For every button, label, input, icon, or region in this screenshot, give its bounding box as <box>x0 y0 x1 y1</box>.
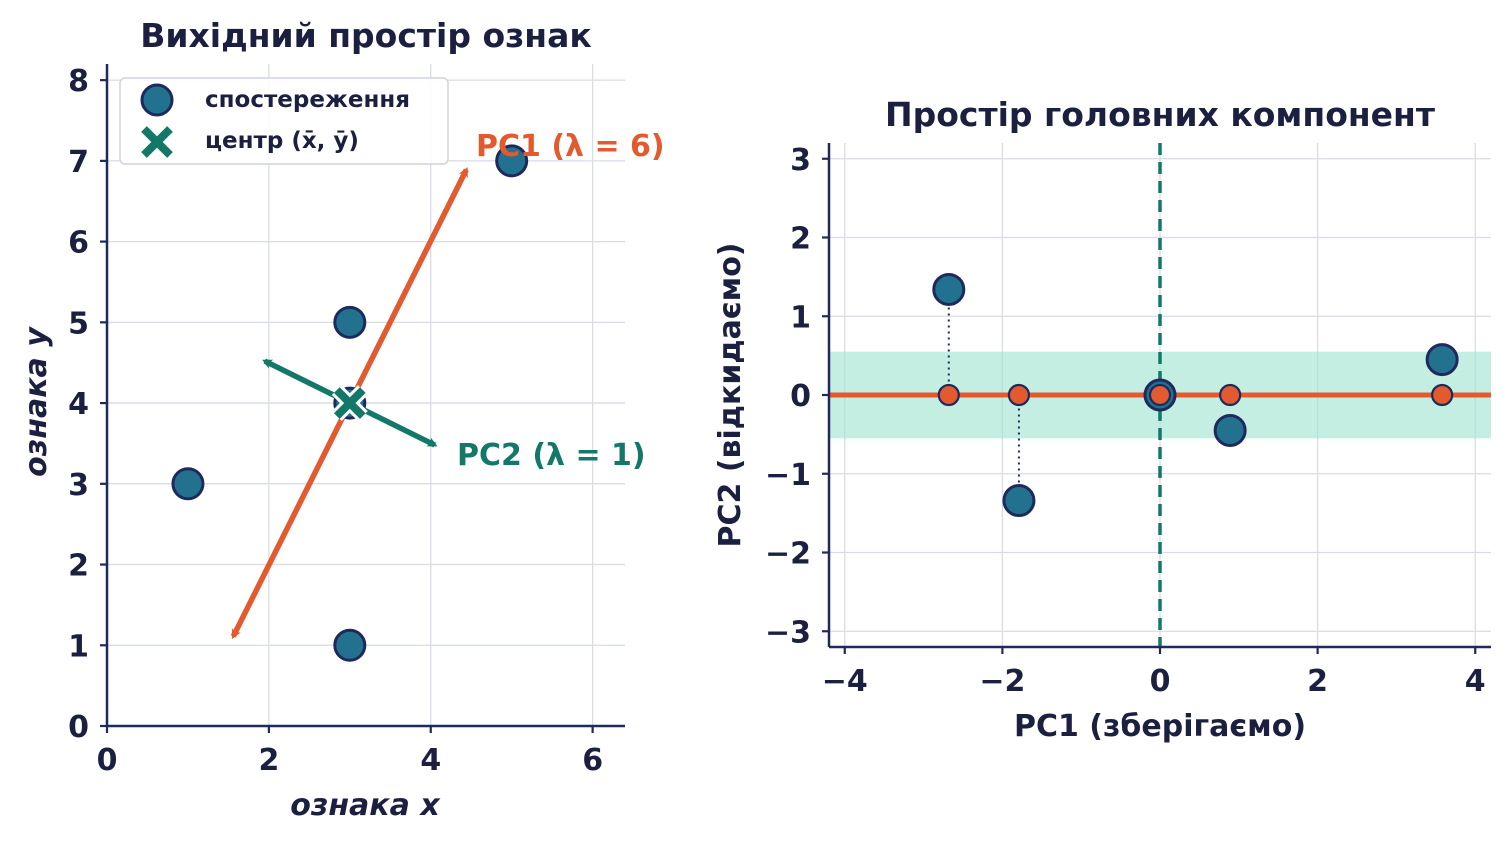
projected-point <box>1148 383 1172 407</box>
center-marker-cross <box>333 387 366 419</box>
legend-center-marker <box>141 126 173 158</box>
y-tick-label: 0 <box>790 379 811 414</box>
y-axis-label: ознака y <box>19 326 54 477</box>
y-tick-label: −1 <box>765 458 811 493</box>
center-marker <box>331 385 368 422</box>
y-tick-label: 7 <box>68 145 89 180</box>
x-axis-label: ознака x <box>290 788 441 823</box>
data-point <box>1425 343 1459 377</box>
legend-point-marker <box>140 83 174 117</box>
x-tick-label: −4 <box>822 664 868 699</box>
y-axis-label: PC2 (відкидаємо) <box>713 242 748 547</box>
pc1-arrow-label: PC1 (λ = 6) <box>476 129 665 164</box>
y-tick-label: 3 <box>68 468 89 503</box>
x-tick-label: 2 <box>258 743 279 778</box>
y-tick-label: 6 <box>68 226 89 261</box>
x-tick-label: 4 <box>420 743 441 778</box>
x-tick-label: 0 <box>97 743 118 778</box>
y-tick-label: 1 <box>68 629 89 664</box>
y-tick-label: 3 <box>790 143 811 178</box>
y-tick-label: −2 <box>765 537 811 572</box>
y-tick-label: 8 <box>68 64 89 99</box>
projected-point <box>1219 383 1242 407</box>
data-point <box>1002 484 1036 518</box>
data-point <box>333 305 367 339</box>
x-tick-label: 6 <box>582 743 603 778</box>
y-tick-label: 1 <box>790 300 811 335</box>
points <box>171 144 529 662</box>
x-tick-label: 2 <box>1307 664 1328 699</box>
feature-space-panel: Вихідний простір ознак 0 2 4 6 0 1 2 3 4 5 6 7 8 озн… <box>19 16 665 823</box>
data-point <box>495 144 529 178</box>
pc2-arrow-label: PC2 (λ = 1) <box>457 438 646 473</box>
y-tick-label: −3 <box>765 615 811 650</box>
legend: спостереження центр (x̄, ȳ) <box>119 77 449 165</box>
projected-point <box>937 383 960 407</box>
x-axis-label: PC1 (зберігаємо) <box>1014 709 1306 744</box>
chart-title: Вихідний простір ознак <box>140 16 592 55</box>
y-tick-label: 0 <box>68 710 89 745</box>
projected-point <box>1431 383 1454 407</box>
data-point <box>333 628 367 662</box>
legend-label-observations: спостереження <box>205 87 410 113</box>
y-tick-label: 2 <box>790 222 811 257</box>
chart-title: Простір головних компонент <box>885 95 1435 134</box>
y-tick-label: 2 <box>68 549 89 584</box>
x-tick-label: −2 <box>979 664 1025 699</box>
pc-space-panel: Простір головних компонент −4 −2 0 2 4 −3 −2 −1… <box>713 95 1491 744</box>
legend-box <box>119 77 449 165</box>
data-point <box>932 272 966 306</box>
axes <box>105 64 625 728</box>
y-tick-label: 4 <box>68 387 89 422</box>
points <box>932 272 1459 518</box>
x-tick-label: 4 <box>1465 664 1486 699</box>
data-point <box>1213 413 1247 447</box>
y-tick-label: 5 <box>68 306 89 341</box>
x-tick-label: 0 <box>1150 664 1171 699</box>
legend-label-center: центр (x̄, ȳ) <box>205 128 359 154</box>
ticks: −4 −2 0 2 4 −3 −2 −1 0 1 2 3 <box>765 143 1486 699</box>
ticks: 0 2 4 6 0 1 2 3 4 5 6 7 8 <box>68 64 603 778</box>
data-point <box>171 467 205 501</box>
projected-point <box>1007 383 1031 407</box>
